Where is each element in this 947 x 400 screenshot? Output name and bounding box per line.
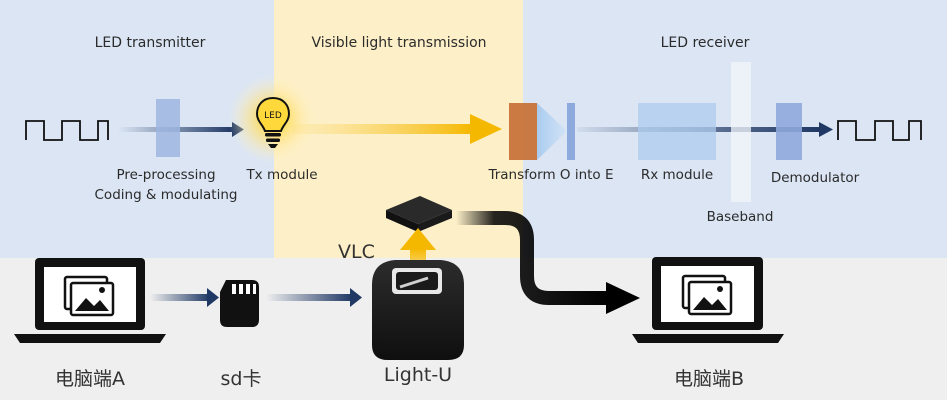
baseband-block	[731, 62, 751, 202]
input-square-wave	[25, 120, 109, 141]
light-beam-arrowhead	[470, 114, 502, 144]
led-bulb-icon: LED	[255, 96, 291, 148]
rx-signal-arrowhead	[819, 122, 833, 137]
light-u-label: Light-U	[383, 364, 453, 386]
vlc-label: VLC	[338, 241, 375, 263]
pc-to-sd-arrow-shaft	[150, 294, 210, 301]
photodetector-bar	[567, 103, 575, 160]
tx-module-label: Tx module	[246, 167, 318, 183]
baseband-label: Baseband	[706, 209, 774, 225]
vlc-receiver-icon	[386, 196, 452, 232]
output-square-wave	[837, 120, 922, 141]
transmitter-title: LED transmitter	[94, 35, 206, 51]
rx-module-label: Rx module	[640, 167, 714, 183]
transform-cone	[537, 103, 567, 160]
receiver-to-pc-path	[456, 211, 608, 305]
receiver-to-pc-arrowhead	[606, 282, 640, 314]
laptop-a-icon	[14, 258, 166, 343]
demodulator-label: Demodulator	[770, 170, 860, 186]
transform-block	[509, 103, 537, 160]
light-beam-shaft	[292, 124, 472, 134]
vlc-beam-arrowhead	[400, 228, 436, 250]
light-u-device-icon	[372, 260, 464, 360]
hardware-panel	[0, 258, 947, 400]
receiver-title: LED receiver	[660, 35, 750, 51]
transmission-title: Visible light transmission	[311, 35, 487, 51]
transform-label: Transform O into E	[488, 167, 614, 183]
sd-card-label: sd卡	[220, 368, 262, 390]
preprocessing-label: Pre-processing	[116, 167, 216, 183]
pc-b-label: 电脑端B	[673, 368, 745, 390]
sd-to-device-arrow-shaft	[266, 294, 352, 301]
demodulator-block	[776, 103, 802, 160]
sd-card-icon	[220, 280, 259, 327]
pc-to-sd-arrowhead	[207, 288, 219, 307]
pc-a-label: 电脑端A	[55, 368, 125, 390]
rx-module-block	[638, 103, 716, 160]
led-bulb-text: LED	[264, 111, 282, 121]
sd-to-device-arrowhead	[350, 288, 362, 307]
laptop-b-icon	[632, 257, 784, 343]
preprocessing-block	[156, 99, 180, 157]
coding-modulating-label: Coding & modulating	[94, 187, 238, 203]
